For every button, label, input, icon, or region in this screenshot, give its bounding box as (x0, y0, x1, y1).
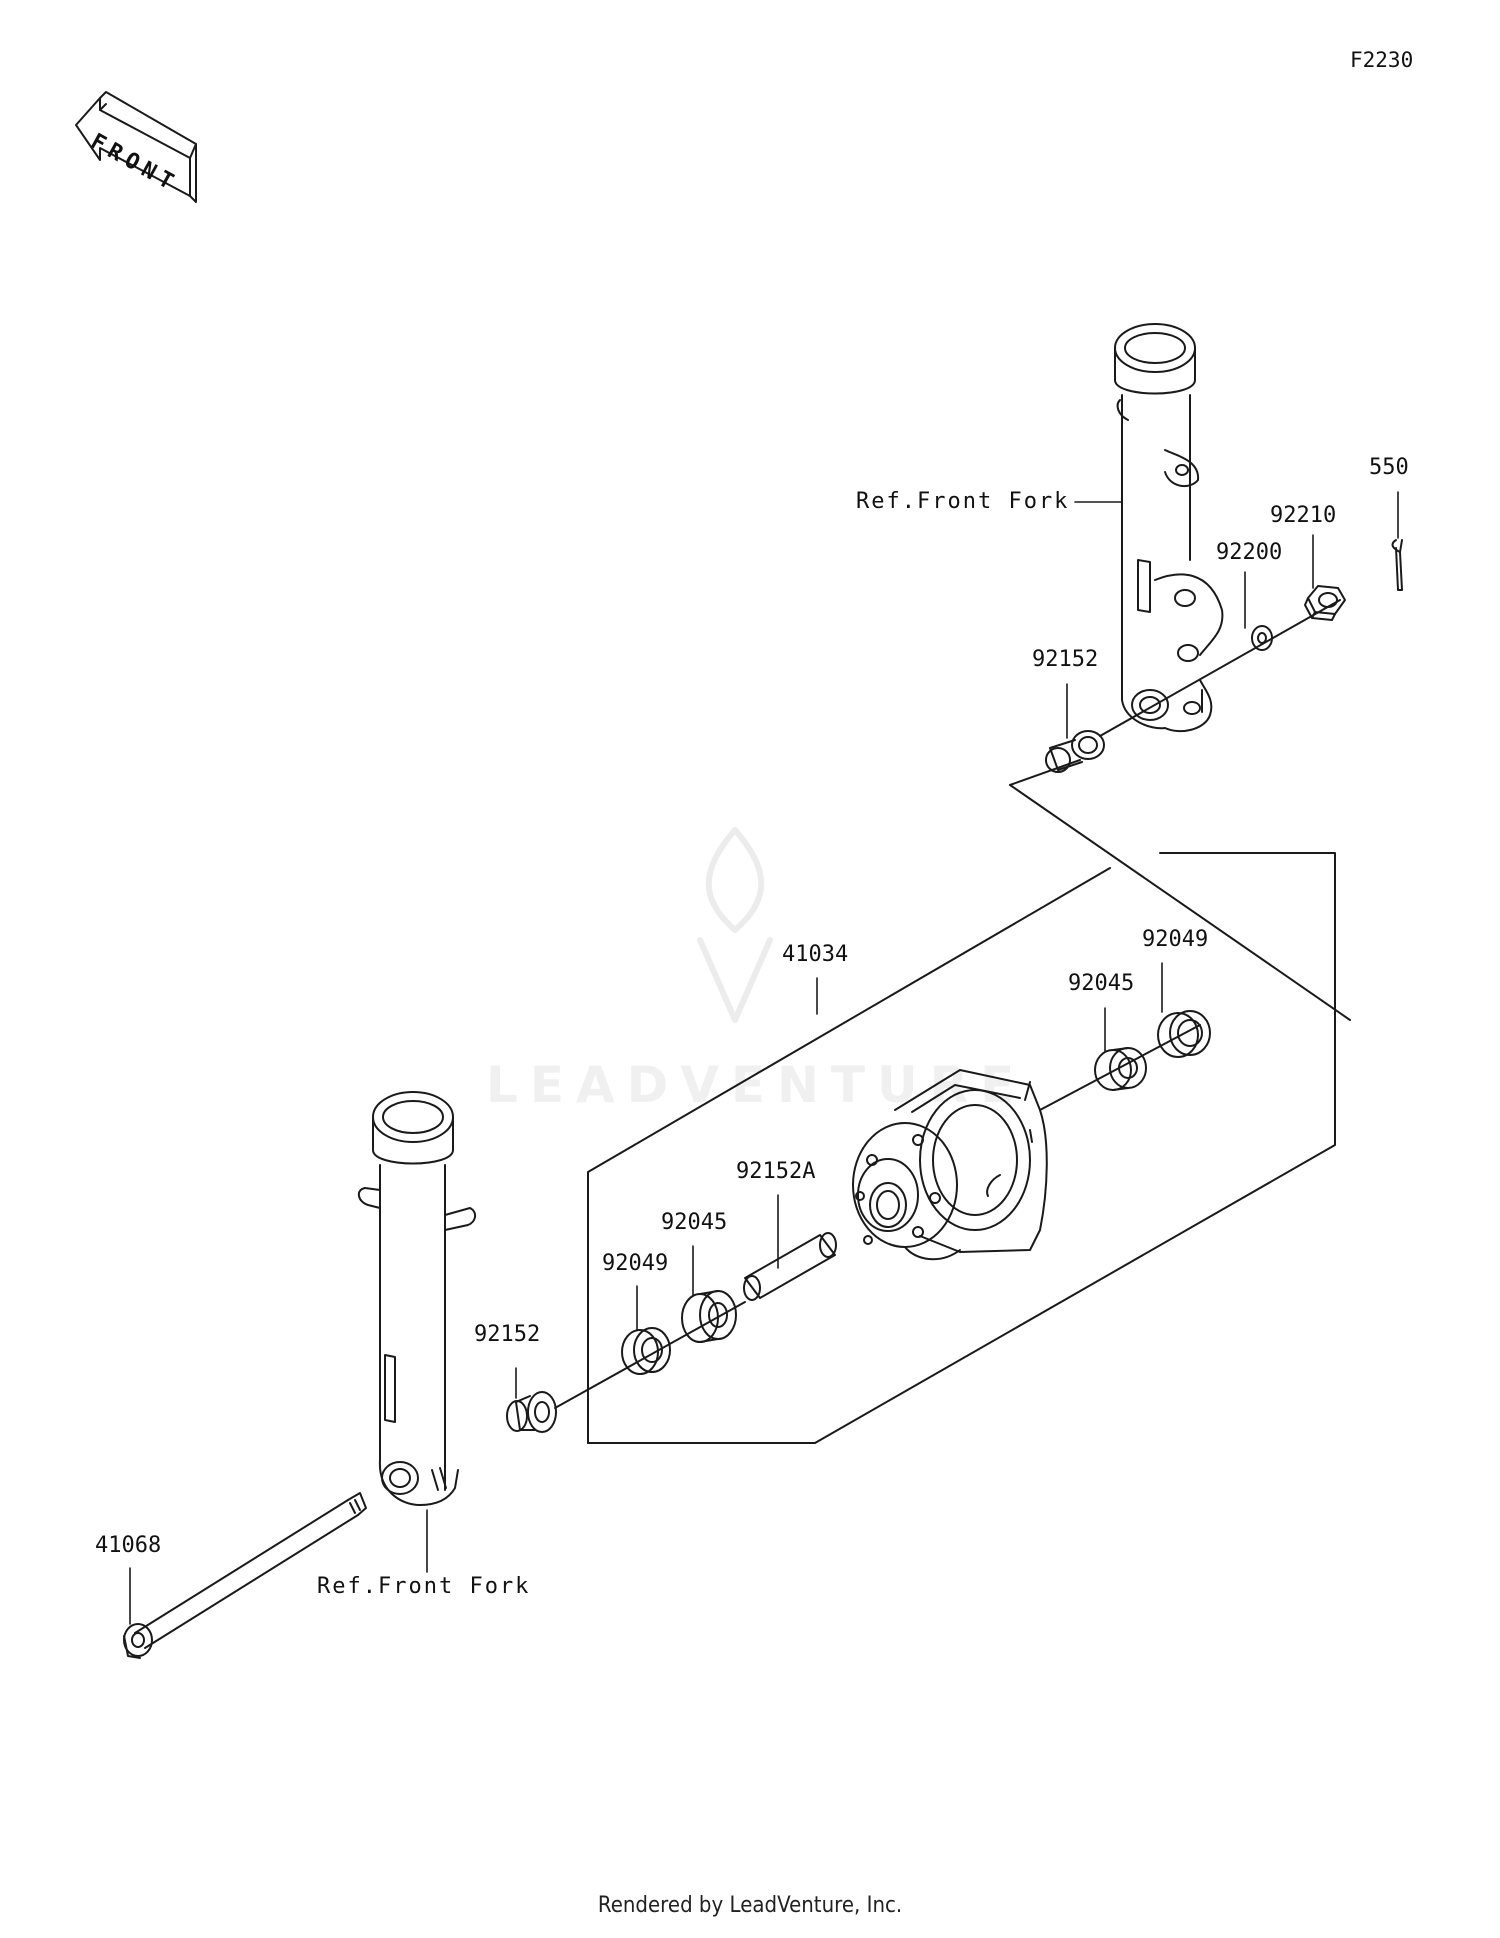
leader-lines (129, 491, 1399, 1625)
upper-axle-line (1099, 599, 1341, 737)
castle-nut-92210 (1304, 585, 1346, 621)
left-axle-line (554, 1301, 746, 1409)
ref-front-fork-upper: Ref.Front Fork (856, 489, 1070, 514)
front-fork-right (1114, 323, 1224, 733)
washer-92200 (1251, 625, 1273, 651)
collar-92152-upper (1045, 730, 1105, 773)
diagram-code: F2230 (1350, 48, 1414, 72)
watermark-text: LEADVENTURE (486, 1056, 1027, 1114)
spacer-92152A (743, 1232, 837, 1301)
front-fork-left (357, 1091, 476, 1506)
part-label-92049-lower: 92049 (602, 1251, 669, 1276)
part-label-92152-upper: 92152 (1032, 647, 1099, 672)
part-label-92152-lower: 92152 (474, 1322, 541, 1347)
part-label-92152A: 92152A (736, 1159, 816, 1184)
front-arrow-icon (75, 91, 197, 203)
bearing-92045-upper (1094, 1047, 1147, 1091)
part-label-92210: 92210 (1270, 503, 1337, 528)
part-label-41034: 41034 (782, 942, 849, 967)
part-label-92045-upper: 92045 (1068, 971, 1135, 996)
hub-assembly-outline (587, 759, 1351, 1444)
collar-92152-lower (506, 1391, 557, 1433)
cotter-pin-550 (1391, 539, 1403, 591)
part-label-550: 550 (1369, 455, 1409, 480)
wheel-hub-41034 (852, 1069, 1048, 1261)
oil-seal-92049-lower (621, 1327, 671, 1375)
footer-credit: Rendered by LeadVenture, Inc. (597, 1893, 903, 1918)
part-label-92200: 92200 (1216, 540, 1283, 565)
axle-bolt-41068 (123, 1492, 367, 1659)
ref-front-fork-lower: Ref.Front Fork (317, 1574, 531, 1599)
part-label-92045-lower: 92045 (661, 1210, 728, 1235)
bearing-92045-lower (681, 1290, 737, 1343)
oil-seal-92049-upper (1157, 1010, 1211, 1058)
watermark-logo (697, 827, 773, 1023)
part-label-41068: 41068 (95, 1533, 162, 1558)
part-label-92049-upper: 92049 (1142, 927, 1209, 952)
